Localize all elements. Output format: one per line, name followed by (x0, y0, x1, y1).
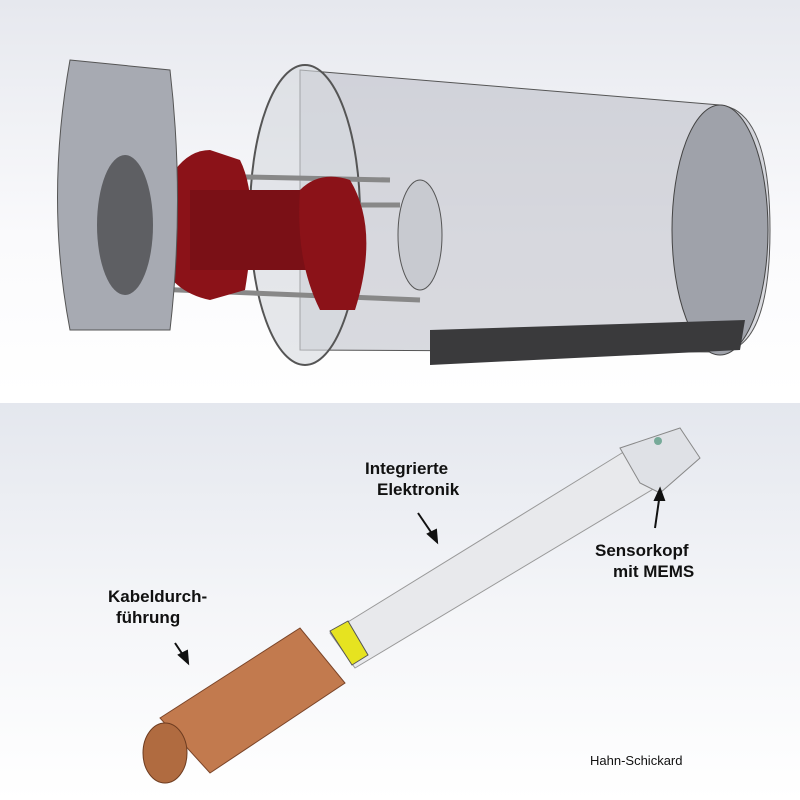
sensor-hole (654, 437, 662, 445)
base-rail (430, 320, 745, 365)
sensor-cad-render: Integrierte Elektronik Sensorkopf mit ME… (0, 403, 800, 800)
credit-text: Hahn-Schickard (590, 753, 683, 768)
connector-end (142, 722, 188, 784)
housing-exploded-view (57, 59, 771, 366)
label-cable-gland: Kabeldurch- führung (108, 587, 208, 627)
cable-gland (159, 627, 346, 774)
inner-disc (397, 179, 443, 291)
flange-bore (97, 155, 153, 295)
red-shaft (190, 190, 310, 270)
sensor-head (619, 427, 701, 494)
yellow-label-ring (329, 620, 369, 666)
annotation-arrows (174, 486, 666, 666)
cylinder-end-cap (671, 104, 769, 356)
label-integrated-electronics: Integrierte Elektronik (365, 459, 460, 499)
housing-cad-render (0, 0, 800, 395)
label-sensor-head: Sensorkopf mit MEMS (595, 541, 695, 581)
sensor-rod-render (142, 427, 701, 784)
red-coupling-right (299, 176, 367, 310)
